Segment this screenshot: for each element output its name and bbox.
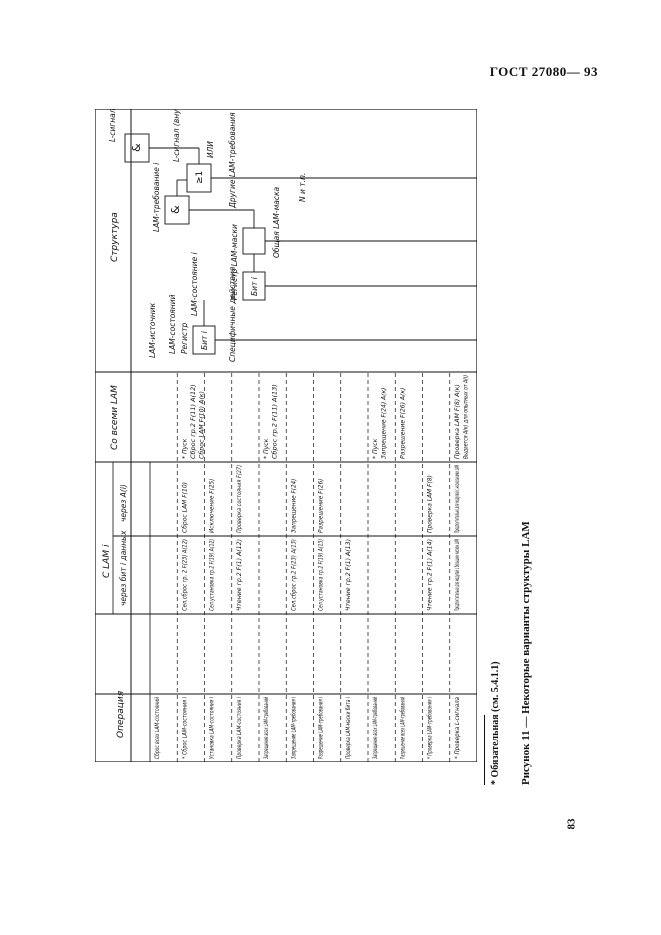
table-cell-all: Проверка LAM F(8) A(к) — [453, 384, 461, 459]
table-cell-bit: Предпочтительно для модулей с большим чи… — [453, 539, 461, 611]
header-structure: Структура — [110, 212, 120, 262]
table-cell-addr: Сброс LAM F(10) — [180, 482, 188, 533]
header-via-data-bit: через бит i данных — [119, 530, 128, 606]
label-common-mask: Общая LAM-маска — [272, 187, 281, 258]
header-all-lam: Со всеми LAM — [110, 385, 120, 450]
table-cell-op: * Проверка LAM-требования i — [426, 697, 434, 759]
label-bit-i: Бит i — [200, 330, 209, 350]
text-layer: Операция С LAM i через бит i данных чере… — [102, 109, 469, 759]
table-cell-op: Запрещение всех LAM-требований — [262, 697, 270, 759]
table-cell-op: * Проверка L-сигнала — [453, 697, 461, 759]
table-cell-op: Проверка LAM-состояния i — [235, 697, 243, 759]
figure-caption: Рисунок 11 — Некоторые варианты структур… — [520, 521, 532, 785]
table-cell-op: * Сброс LAM-состояния i — [180, 697, 188, 759]
table-cell-bit: Сел.установка гр.2 F(19) A(12) — [208, 539, 216, 611]
label-or: ИЛИ — [206, 141, 215, 158]
label-specific-actions: Специфичные действия — [228, 266, 237, 362]
table-cell-all: * Пуск — [371, 438, 379, 459]
label-bit-i-2: Бит i — [250, 276, 259, 296]
header-via-address: через A(i) — [119, 484, 128, 522]
table-cell-addr: Исключение F(25) — [208, 479, 216, 533]
label-mask-register: Регистр LAM-маски — [230, 224, 239, 300]
footnote-rule — [484, 715, 485, 785]
table-cell-bit: Чтение гр.2 F(1) A(12) — [235, 539, 243, 611]
label-lam-source: LAM-источник — [148, 302, 157, 358]
lam-structure-table: Операция С LAM i через бит i данных чере… — [95, 109, 477, 762]
table-cell-addr: Разрешение F(26) — [317, 479, 325, 533]
footnote: * Обязательная (см. 5.4.1.1) — [490, 661, 501, 785]
table-cell-op: Сброс всех LAM-состояний — [153, 697, 161, 759]
header-operation: Операция — [116, 690, 126, 738]
header-c-lam-i: С LAM i — [102, 544, 112, 578]
table-cell-all: Сброс LAM F(10) A(к) — [197, 391, 205, 459]
table-cell-addr: Запрещение F(24) — [289, 479, 297, 533]
table-cell-op: Разрешение всех LAM-требований — [398, 697, 406, 759]
and-gate-2: & — [130, 143, 143, 152]
table-cell-all: Запрещение F(24) A(к) — [380, 388, 388, 459]
table-cell-op: Разрешение LAM-требования i — [317, 697, 325, 759]
table-cell-op: Проверка LAM-маски бита i — [344, 697, 352, 759]
table-cell-bit: Сел.сброс гр.2 F(23) A(13) — [289, 539, 297, 611]
or-gate: ≥1 — [195, 171, 205, 184]
label-l-signal-crate: L-сигнал магистрали крейта — [108, 109, 117, 142]
label-lam-states: LAM-состояний — [168, 294, 177, 354]
table-cell-all: * Пуск — [180, 438, 188, 459]
table-cell-all: * Пуск — [262, 438, 270, 459]
label-register: Регистр — [180, 323, 189, 354]
label-lam-state-i: LAM-состояние i — [190, 251, 199, 316]
table-cell-addr: Проверка LAM F(8) — [426, 475, 434, 533]
label-other-lam: Другие LAM-требования — [228, 112, 237, 209]
table-cell-bit: Сел.установка гр.2 F(19) A(13) — [317, 539, 325, 611]
table-cell-op: Запрещение всех LAM-требований — [371, 697, 379, 759]
table-cell-bit: Чтение гр.2 F(1) A(14) — [426, 539, 434, 611]
standard-header: ГОСТ 27080— 93 — [489, 64, 598, 79]
table-cell-all: Сброс гр.2 F(11) A(13) — [271, 384, 279, 459]
table-cell-all: Разрешение F(26) A(к) — [398, 388, 406, 459]
label-l-signal-internal: L-сигнал (внутренний) — [172, 109, 181, 162]
table-cell-bit: Чтение гр.2 F(1) A(13) — [344, 539, 352, 611]
table-cell-op: Запрещение LAM-требования i — [289, 697, 297, 759]
table-cell-bit: Сел.сброс гр. 2 F(23) A(12) — [180, 539, 188, 611]
table-cell-addr: Предпочтительно для модулей с нескольким… — [453, 465, 461, 533]
table-cell-op: Установка LAM-состояния i — [208, 697, 216, 759]
and-gate-1: & — [169, 205, 182, 214]
table-cell-addr: Проверка состояния F(27) — [235, 465, 243, 533]
table-cell-all: Сброс гр.2 F(11) A(12) — [189, 384, 197, 459]
label-lam-request-i: LAM-требование i — [152, 162, 161, 232]
label-n-etc: N и т.п. — [298, 173, 307, 202]
table-cell-all: Выдается A(к) для опытных от A(i) — [461, 375, 469, 459]
page-number: 83 — [565, 818, 578, 830]
